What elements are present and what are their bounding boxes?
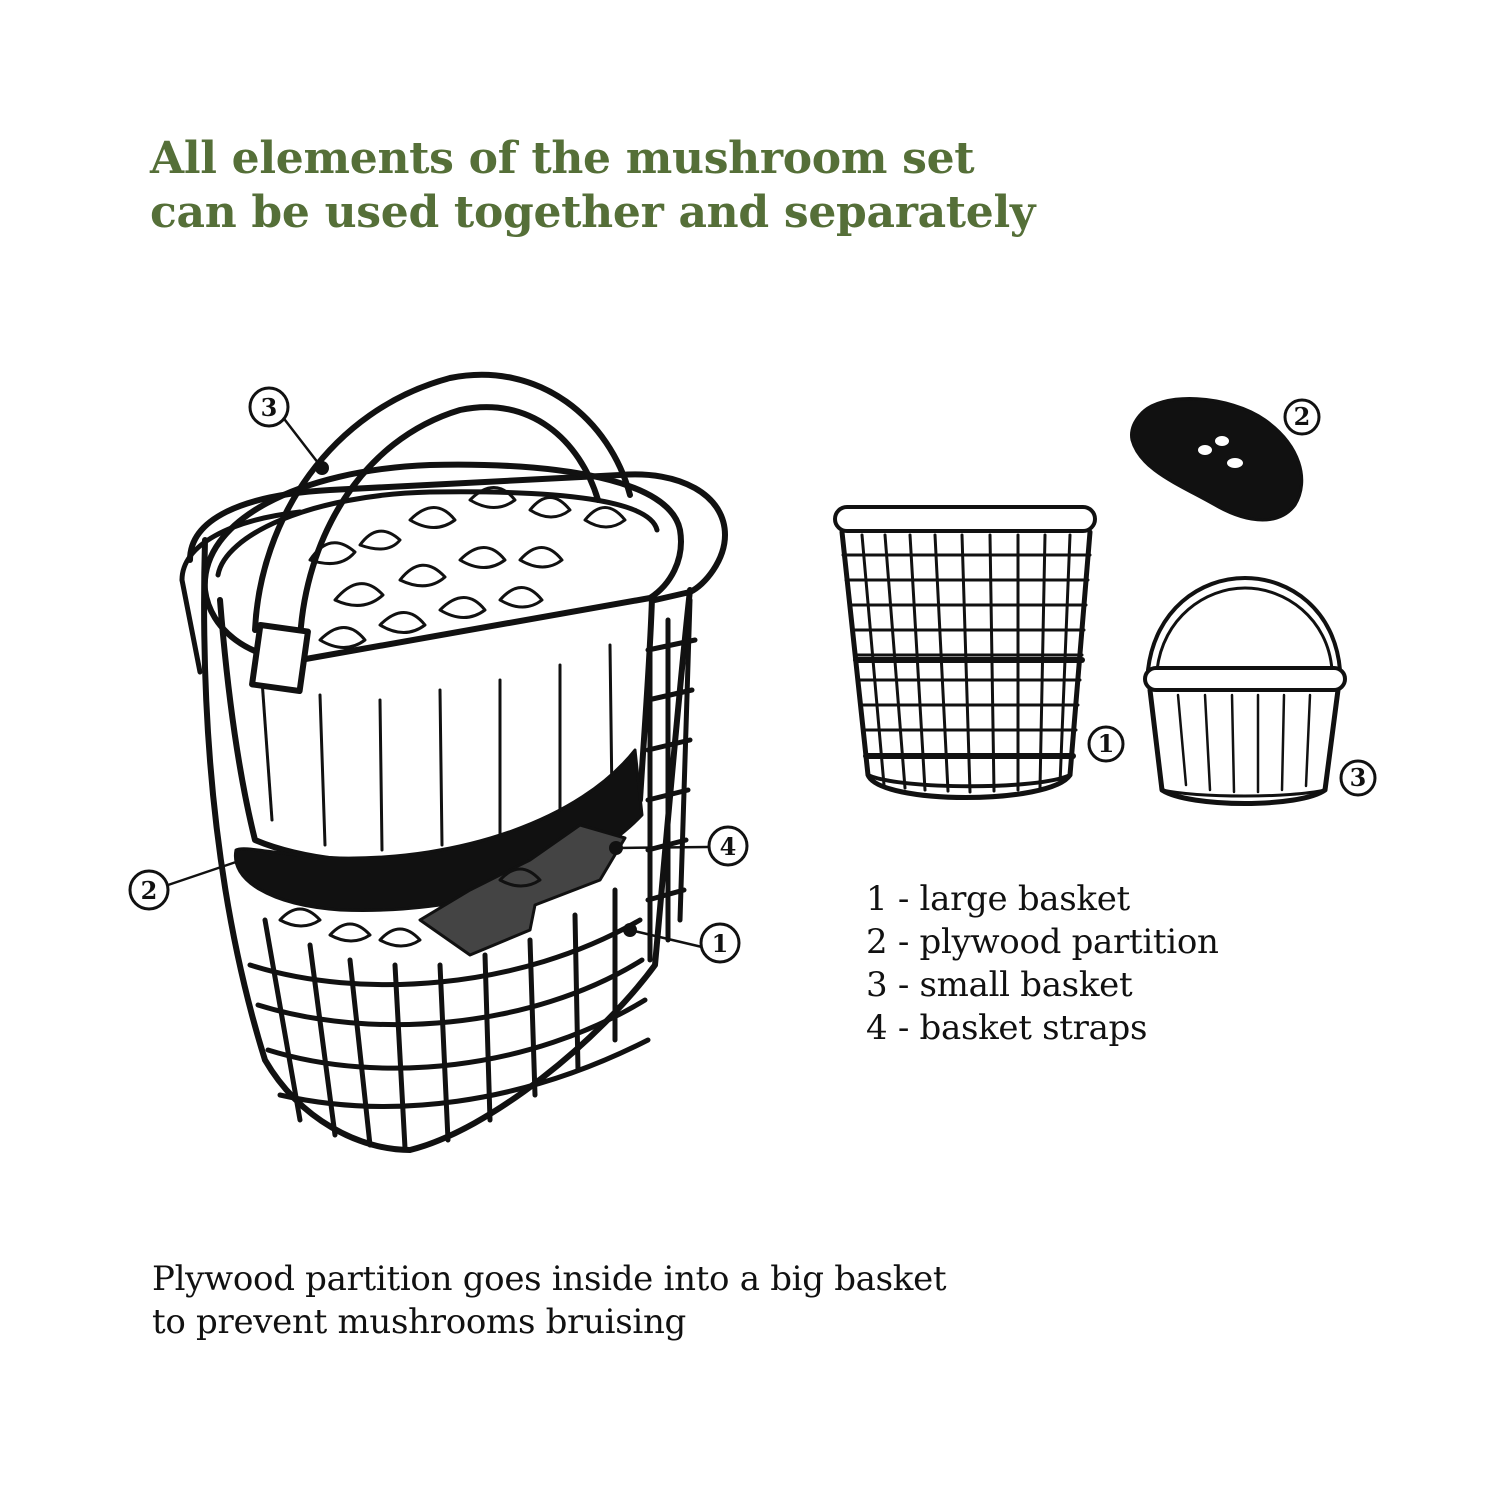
caption-line-1: Plywood partition goes inside into a big… (152, 1258, 946, 1301)
large-basket-separate (835, 507, 1095, 798)
callout-assembled-2: 2 (130, 871, 168, 909)
callout-small-basket: 3 (1341, 761, 1375, 795)
legend-item-large-basket: 1 - large basket (866, 878, 1219, 921)
svg-text:1: 1 (712, 929, 729, 958)
legend-item-small-basket: 3 - small basket (866, 964, 1219, 1007)
parts-legend: 1 - large basket 2 - plywood partition 3… (866, 878, 1219, 1050)
svg-text:4: 4 (720, 832, 737, 861)
callout-partition: 2 (1285, 400, 1319, 434)
svg-text:3: 3 (1350, 763, 1367, 792)
svg-text:1: 1 (1098, 729, 1115, 758)
callout-assembled-3: 3 (250, 388, 288, 426)
svg-text:2: 2 (141, 876, 158, 905)
usage-caption: Plywood partition goes inside into a big… (152, 1258, 946, 1344)
callout-assembled-4: 4 (709, 827, 747, 865)
legend-item-basket-straps: 4 - basket straps (866, 1007, 1219, 1050)
plywood-partition-separate (1131, 399, 1301, 520)
callout-assembled-1: 1 (701, 924, 739, 962)
svg-text:3: 3 (261, 393, 278, 422)
caption-line-2: to prevent mushrooms bruising (152, 1301, 946, 1344)
callout-large-basket: 1 (1089, 727, 1123, 761)
legend-item-plywood-partition: 2 - plywood partition (866, 921, 1219, 964)
assembled-mushroom-set (168, 375, 725, 1150)
svg-text:2: 2 (1294, 402, 1311, 431)
small-basket-separate (1145, 578, 1345, 804)
